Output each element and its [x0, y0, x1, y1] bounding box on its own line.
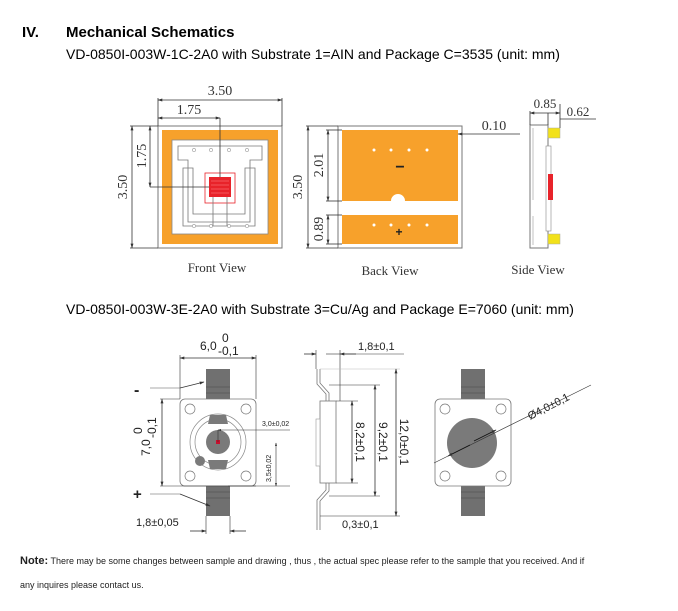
- back-view-label: Back View: [361, 263, 419, 278]
- front-dim-half-height: 1.75: [135, 144, 150, 169]
- dim-7-main: 7,0: [139, 439, 153, 456]
- thermal-pad: [447, 418, 497, 468]
- back-dim-height: 3.50: [291, 175, 306, 200]
- dim-total-len: 12,0±0,1: [397, 419, 411, 466]
- back-dim-upper-pad: 2.01: [312, 153, 327, 178]
- note-line-1: Note: There may be some changes between …: [20, 555, 584, 567]
- dim-lead-thk: 0,3±0,1: [342, 519, 379, 531]
- dim-lead-width: 1,8±0,05: [136, 517, 179, 529]
- side-chip: [548, 174, 553, 200]
- front-dim-height: 3.50: [116, 175, 131, 200]
- dim-6-main: 6,0: [200, 339, 217, 353]
- minus-sign: −: [395, 159, 404, 176]
- dim-lens: 3,0±0,02: [262, 421, 289, 428]
- dim-7-tol-lower: -0,1: [145, 417, 159, 438]
- lead-plus-sign: +: [133, 486, 142, 503]
- front-dim-width: 3.50: [208, 84, 233, 99]
- dim-thickness: 1,8±0,1: [358, 341, 395, 353]
- front-dim-half-width: 1.75: [177, 103, 202, 118]
- note-text-2: any inquires please contact us.: [20, 580, 144, 590]
- section-title: Mechanical Schematics: [66, 24, 235, 41]
- front-view-label: Front View: [188, 260, 247, 275]
- dim-6-tol-lower: -0,1: [218, 344, 239, 358]
- side-pad-bottom: [547, 233, 561, 245]
- dim-6-tol-upper: 0: [222, 331, 229, 345]
- section-number: IV.: [22, 24, 39, 41]
- side-view-label: Side View: [511, 262, 565, 277]
- side-view-7060: 1,8±0,1 8,2±0,1 9,2±0,1 12,0±0,1 0,3±0,1: [304, 341, 411, 531]
- back-dim-lower-pad: 0.89: [312, 217, 327, 242]
- side-pad-top: [547, 127, 561, 139]
- led-chip: [209, 177, 231, 197]
- package-3535-caption: VD-0850I-003W-1C-2A0 with Substrate 1=AI…: [66, 46, 560, 62]
- dim-offset: 3,5±0,02: [266, 455, 273, 482]
- side-view-3535: 0.85 0.62 Side View: [511, 96, 596, 277]
- note-text-1: There may be some changes between sample…: [50, 556, 585, 566]
- dim-diameter: Ø4,0±0,1: [526, 391, 572, 422]
- back-view-3535: − + 3.50 2.01 0.89 0.10 Back View: [291, 119, 520, 278]
- dim-body-len: 8,2±0,1: [353, 422, 367, 462]
- package-7060-caption: VD-0850I-003W-3E-2A0 with Substrate 3=Cu…: [66, 301, 574, 317]
- dim-7-tol-upper: 0: [131, 427, 145, 434]
- positive-pad: [342, 215, 458, 244]
- dim-lead-span: 9,2±0,1: [376, 422, 390, 462]
- negative-pad: [342, 130, 458, 201]
- front-view-7060: 6,0 0 -0,1 7,0 0 -0,1 - + 1,8±0,05 3,0±0…: [131, 331, 290, 534]
- note-label: Note:: [20, 555, 49, 567]
- side-dim-body: 0.62: [567, 104, 590, 119]
- side-dim-total: 0.85: [534, 96, 557, 111]
- front-view-3535: 3.50 1.75 3.50 1.75 Front View: [116, 84, 283, 275]
- lead-minus-sign: -: [134, 382, 139, 399]
- back-dim-gap: 0.10: [482, 119, 507, 134]
- plus-sign: +: [395, 225, 402, 239]
- back-view-7060: Ø4,0±0,1: [433, 369, 592, 516]
